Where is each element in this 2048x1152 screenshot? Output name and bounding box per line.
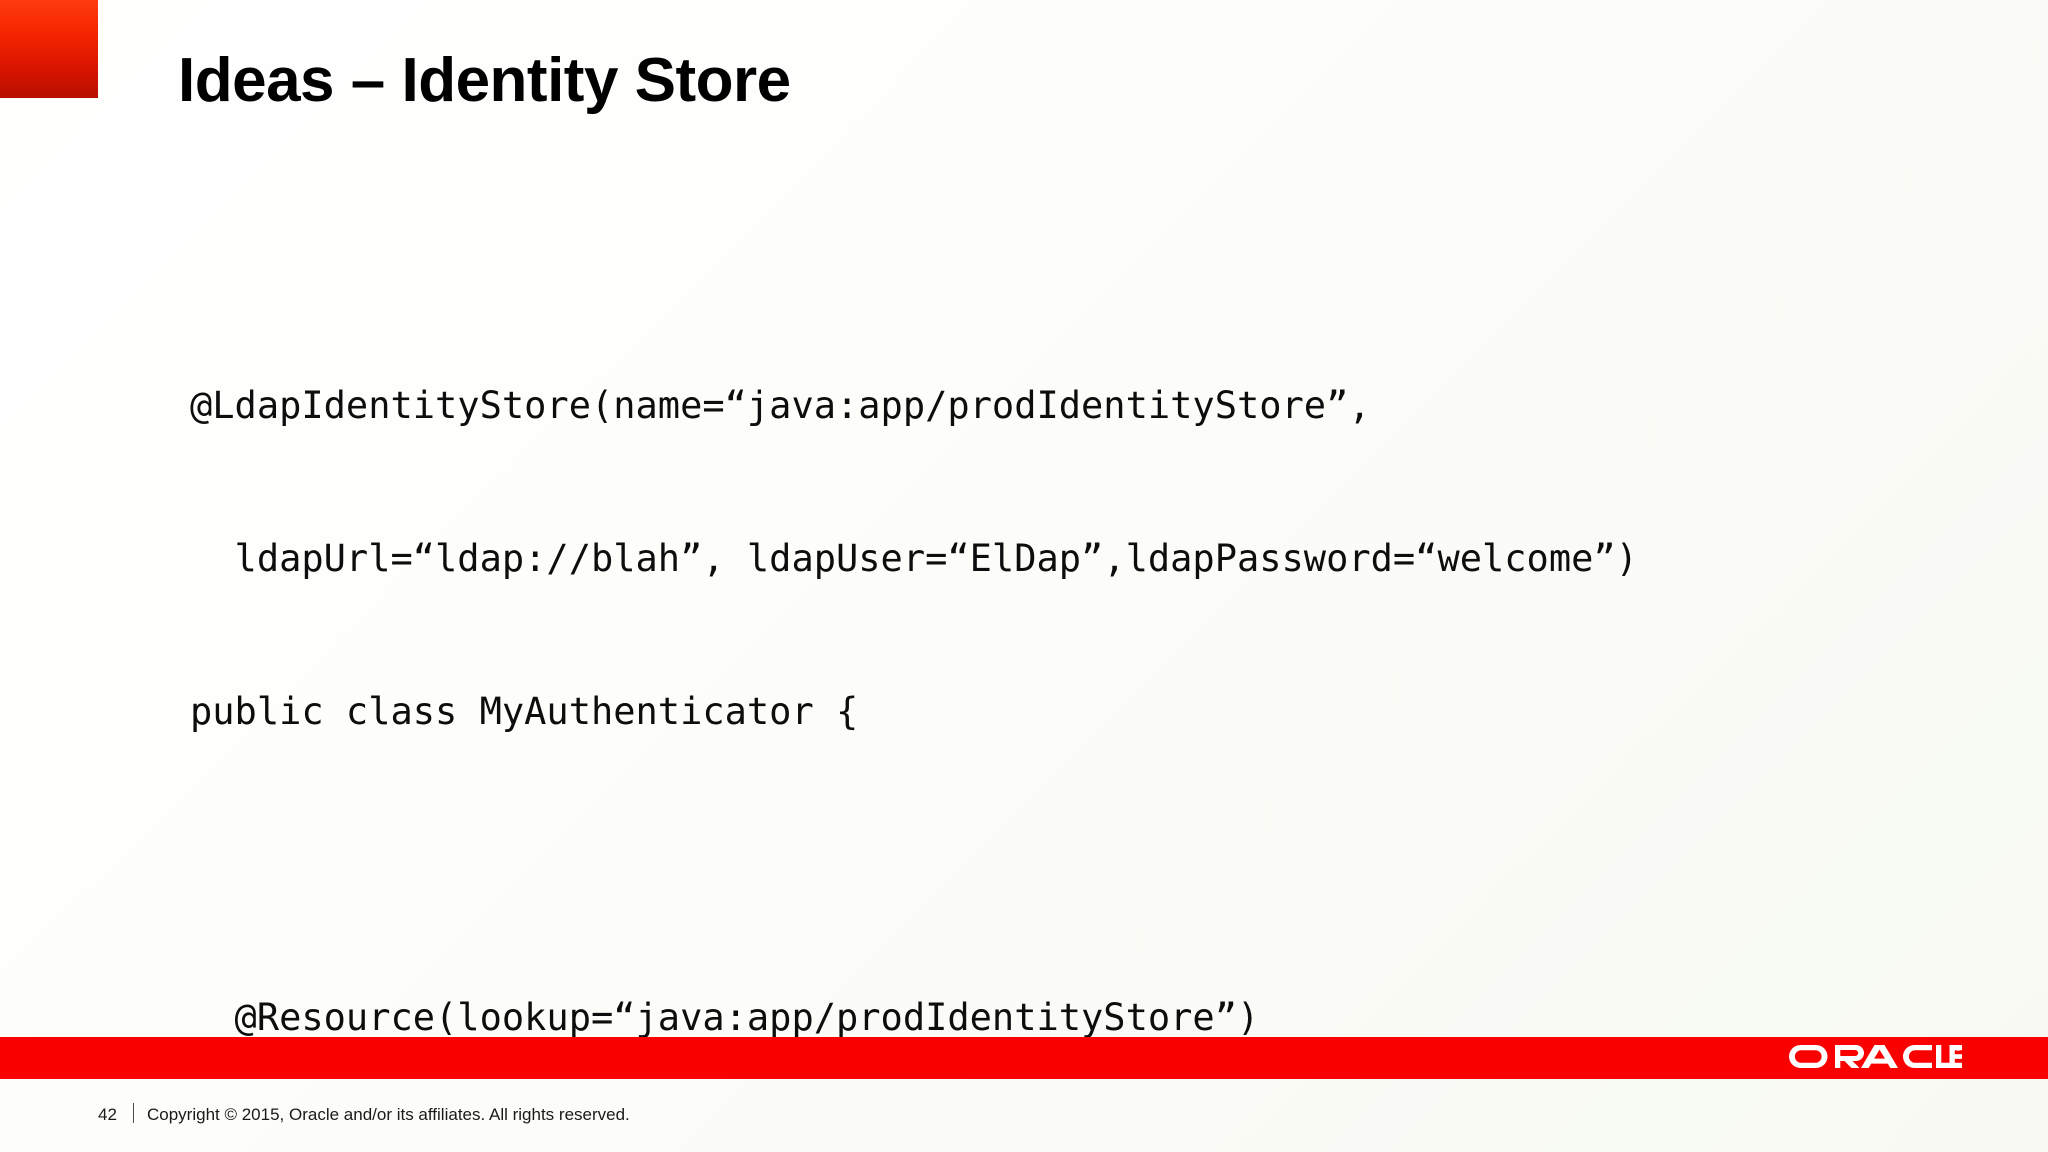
code-line: public class MyAuthenticator { <box>190 690 859 733</box>
code-line: private IdentityStore identityStore; <box>190 1145 2000 1152</box>
page-title: Ideas – Identity Store <box>178 46 791 115</box>
code-line: ldapUrl=“ldap://blah”, ldapUser=“ElDap”,… <box>190 537 1638 580</box>
footer-divider <box>133 1103 134 1123</box>
code-block: @LdapIdentityStore(name=“java:app/prodId… <box>190 278 2000 1152</box>
oracle-logo <box>1786 1042 1962 1074</box>
code-line: @LdapIdentityStore(name=“java:app/prodId… <box>190 384 1371 427</box>
code-line-blank <box>190 839 2000 890</box>
footer-bar <box>0 1037 2048 1079</box>
footer-note: 42 Copyright © 2015, Oracle and/or its a… <box>98 1100 630 1125</box>
code-line: @Resource(lookup=“java:app/prodIdentityS… <box>190 996 1260 1039</box>
accent-block-red <box>0 0 98 98</box>
copyright-text: Copyright © 2015, Oracle and/or its affi… <box>147 1105 630 1124</box>
page-number: 42 <box>98 1105 117 1124</box>
